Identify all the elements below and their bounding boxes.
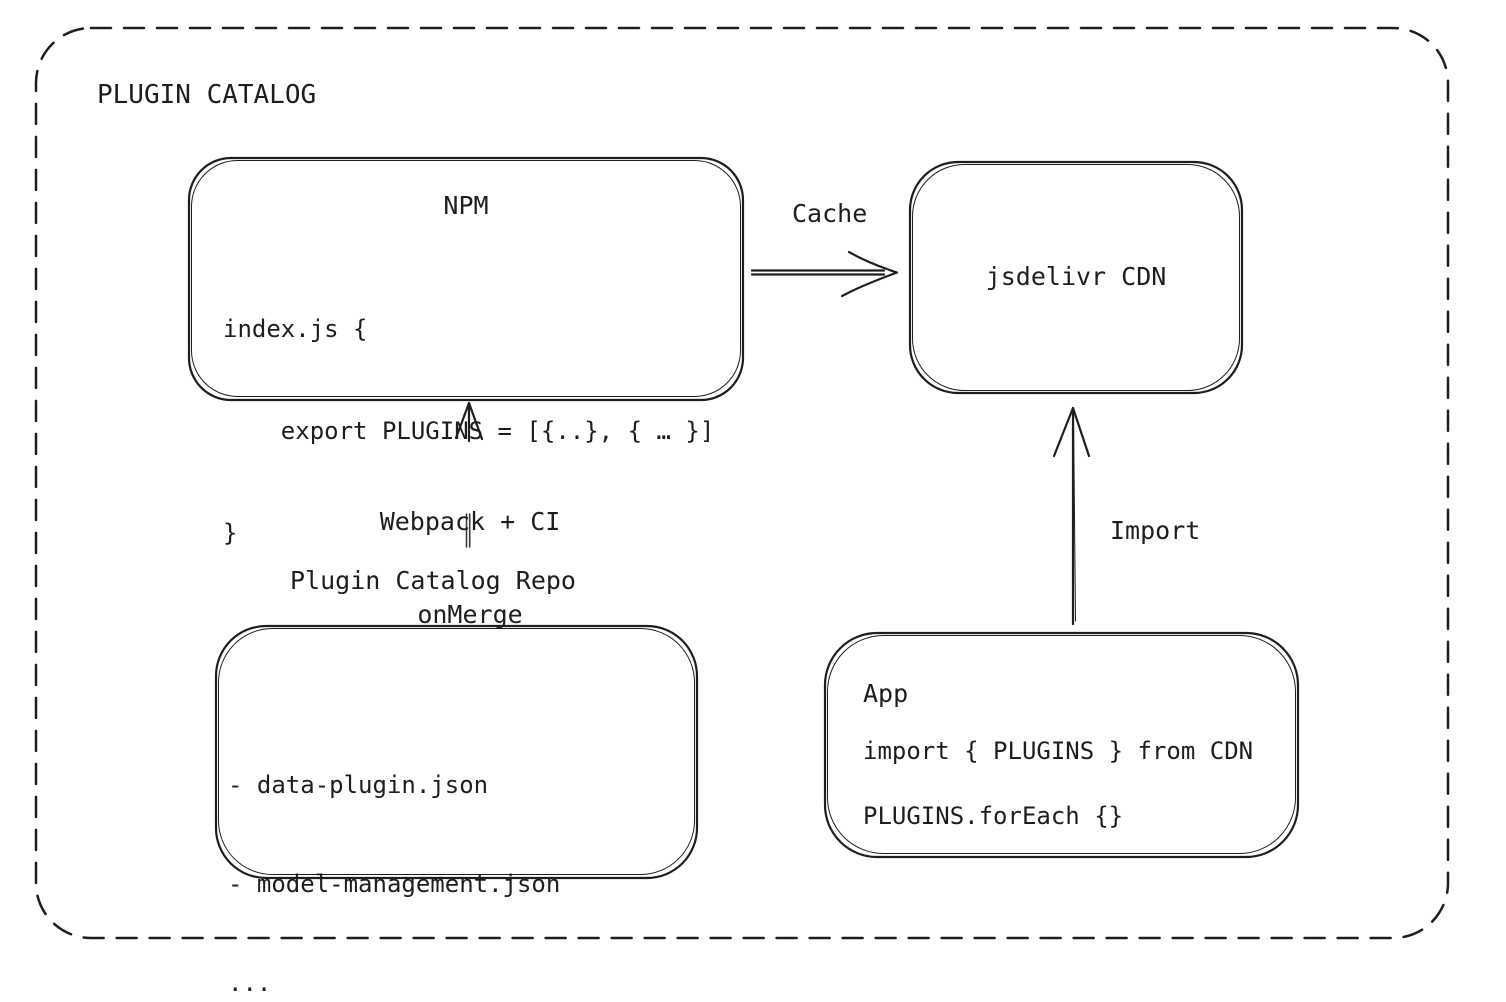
repo-file-item: ... <box>228 969 272 997</box>
app-code-line: PLUGINS.forEach {} <box>863 802 1124 830</box>
repo-file-item: - model-management.json <box>228 870 561 898</box>
npm-node-box <box>187 156 745 402</box>
cdn-node-label: jsdelivr CDN <box>985 262 1167 291</box>
build-edge-label-line: Webpack + CI <box>379 507 561 536</box>
npm-code-line: } <box>223 519 238 547</box>
app-node-box <box>823 631 1300 859</box>
npm-code-line: index.js { <box>223 315 368 343</box>
cache-arrow <box>750 250 899 298</box>
npm-code-block: index.js { export PLUGINS = [{..}, { … }… <box>223 244 714 618</box>
app-node-title: App <box>863 679 909 708</box>
catalog-boundary-box <box>34 26 1450 940</box>
app-code-line: import { PLUGINS } from CDN <box>863 737 1254 765</box>
import-edge-label: Import <box>1110 516 1201 545</box>
build-edge-label: Webpack + CI onMerge <box>340 444 600 692</box>
cache-edge-label: Cache <box>792 199 868 228</box>
npm-code-line: export PLUGINS = [{..}, { … }] <box>223 417 715 445</box>
diagram-title: PLUGIN CATALOG <box>97 80 317 110</box>
build-edge-label-line: onMerge <box>417 600 523 629</box>
repo-file-list: - data-plugin.json - model-management.js… <box>228 703 560 1002</box>
repo-node-box <box>214 624 699 880</box>
cdn-node-box <box>908 160 1244 395</box>
repo-file-item: - data-plugin.json <box>228 771 489 799</box>
build-arrow <box>454 401 484 548</box>
npm-node-title: NPM <box>443 191 489 220</box>
import-arrow <box>1052 406 1091 626</box>
repo-node-title: Plugin Catalog Repo <box>290 566 576 595</box>
